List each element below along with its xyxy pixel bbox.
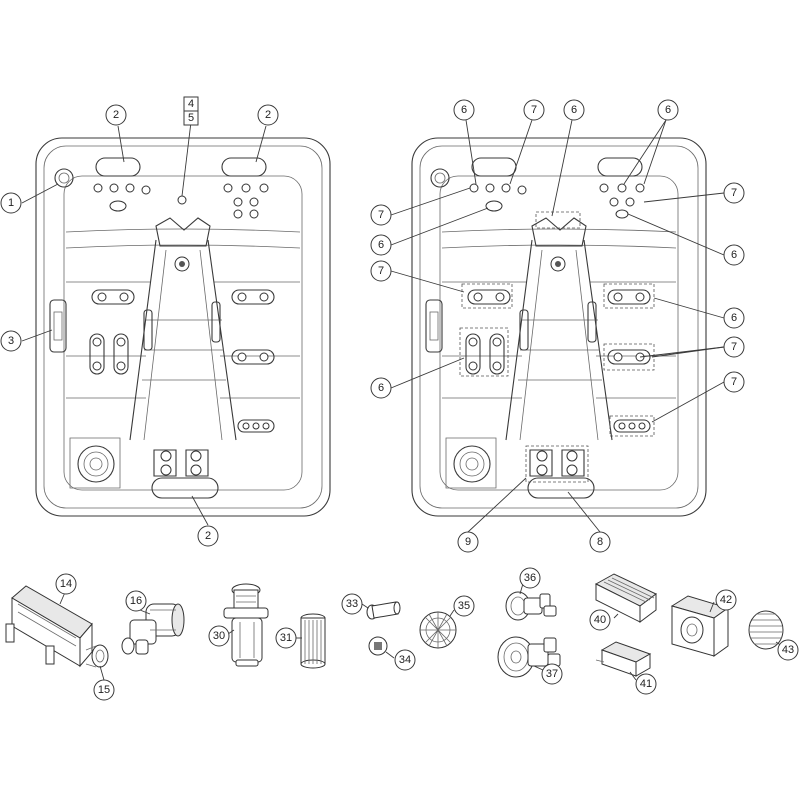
callout-35: 35: [458, 600, 470, 612]
part-41-power-box: [595, 641, 652, 679]
part-43-speaker-grille: [748, 610, 784, 650]
callout-3: 3: [8, 335, 14, 347]
part-40-heater: [594, 573, 657, 623]
part-30-filter-housing: [223, 583, 269, 667]
callout-7: 7: [731, 376, 737, 388]
part-31-filter-cartridge: [300, 613, 326, 669]
callout-43: 43: [782, 644, 794, 656]
part-33-air-fitting: [366, 601, 401, 620]
callout-7: 7: [378, 265, 384, 277]
callout-34: 34: [399, 654, 411, 666]
callout-6: 6: [461, 104, 467, 116]
callout-33: 33: [346, 598, 358, 610]
left-spa-callouts: 1 2 2 3 2: [0, 104, 279, 547]
callout-6: 6: [665, 104, 671, 116]
callout-30: 30: [213, 630, 225, 642]
part-34-small-grille: [368, 636, 388, 656]
callout-2: 2: [205, 530, 211, 542]
part-16-pump: [121, 603, 185, 655]
right-spa-topview: [411, 137, 707, 517]
callout-4: 4: [188, 98, 194, 110]
callout-15: 15: [98, 684, 110, 696]
callout-37: 37: [546, 668, 558, 680]
part-15-union-fitting: [85, 644, 109, 668]
callout-1: 1: [8, 197, 14, 209]
parts-callouts: 14 15 16 30 31 33 34 35 36 37 40 41 42 4…: [55, 567, 799, 701]
callout-7: 7: [378, 209, 384, 221]
part-35-jet-cap: [419, 611, 457, 649]
callout-6: 6: [378, 239, 384, 251]
callout-2: 2: [265, 109, 271, 121]
left-spa-topview: [35, 137, 331, 517]
callout-6: 6: [571, 104, 577, 116]
right-spa-callouts: 6 7 6 6 7 6 7 6 7 6 6 7 7 9 8: [370, 99, 745, 553]
callout-16: 16: [130, 595, 142, 607]
callout-14: 14: [60, 578, 72, 590]
callout-7: 7: [531, 104, 537, 116]
callout-8: 8: [597, 536, 603, 548]
callout-5: 5: [188, 112, 194, 124]
part-36-jet: [505, 591, 557, 621]
callout-31: 31: [280, 632, 292, 644]
callout-9: 9: [465, 536, 471, 548]
part-14-control-box: [5, 585, 93, 668]
callout-7: 7: [731, 341, 737, 353]
callout-6: 6: [731, 249, 737, 261]
callout-4-5-box: 4 5: [183, 96, 199, 126]
callout-6: 6: [731, 312, 737, 324]
callout-41: 41: [640, 678, 652, 690]
callout-2: 2: [113, 109, 119, 121]
callout-36: 36: [524, 572, 536, 584]
callout-42: 42: [720, 594, 732, 606]
callout-40: 40: [594, 614, 606, 626]
callout-6: 6: [378, 382, 384, 394]
part-37-jet-large: [497, 636, 561, 678]
callout-7: 7: [731, 187, 737, 199]
